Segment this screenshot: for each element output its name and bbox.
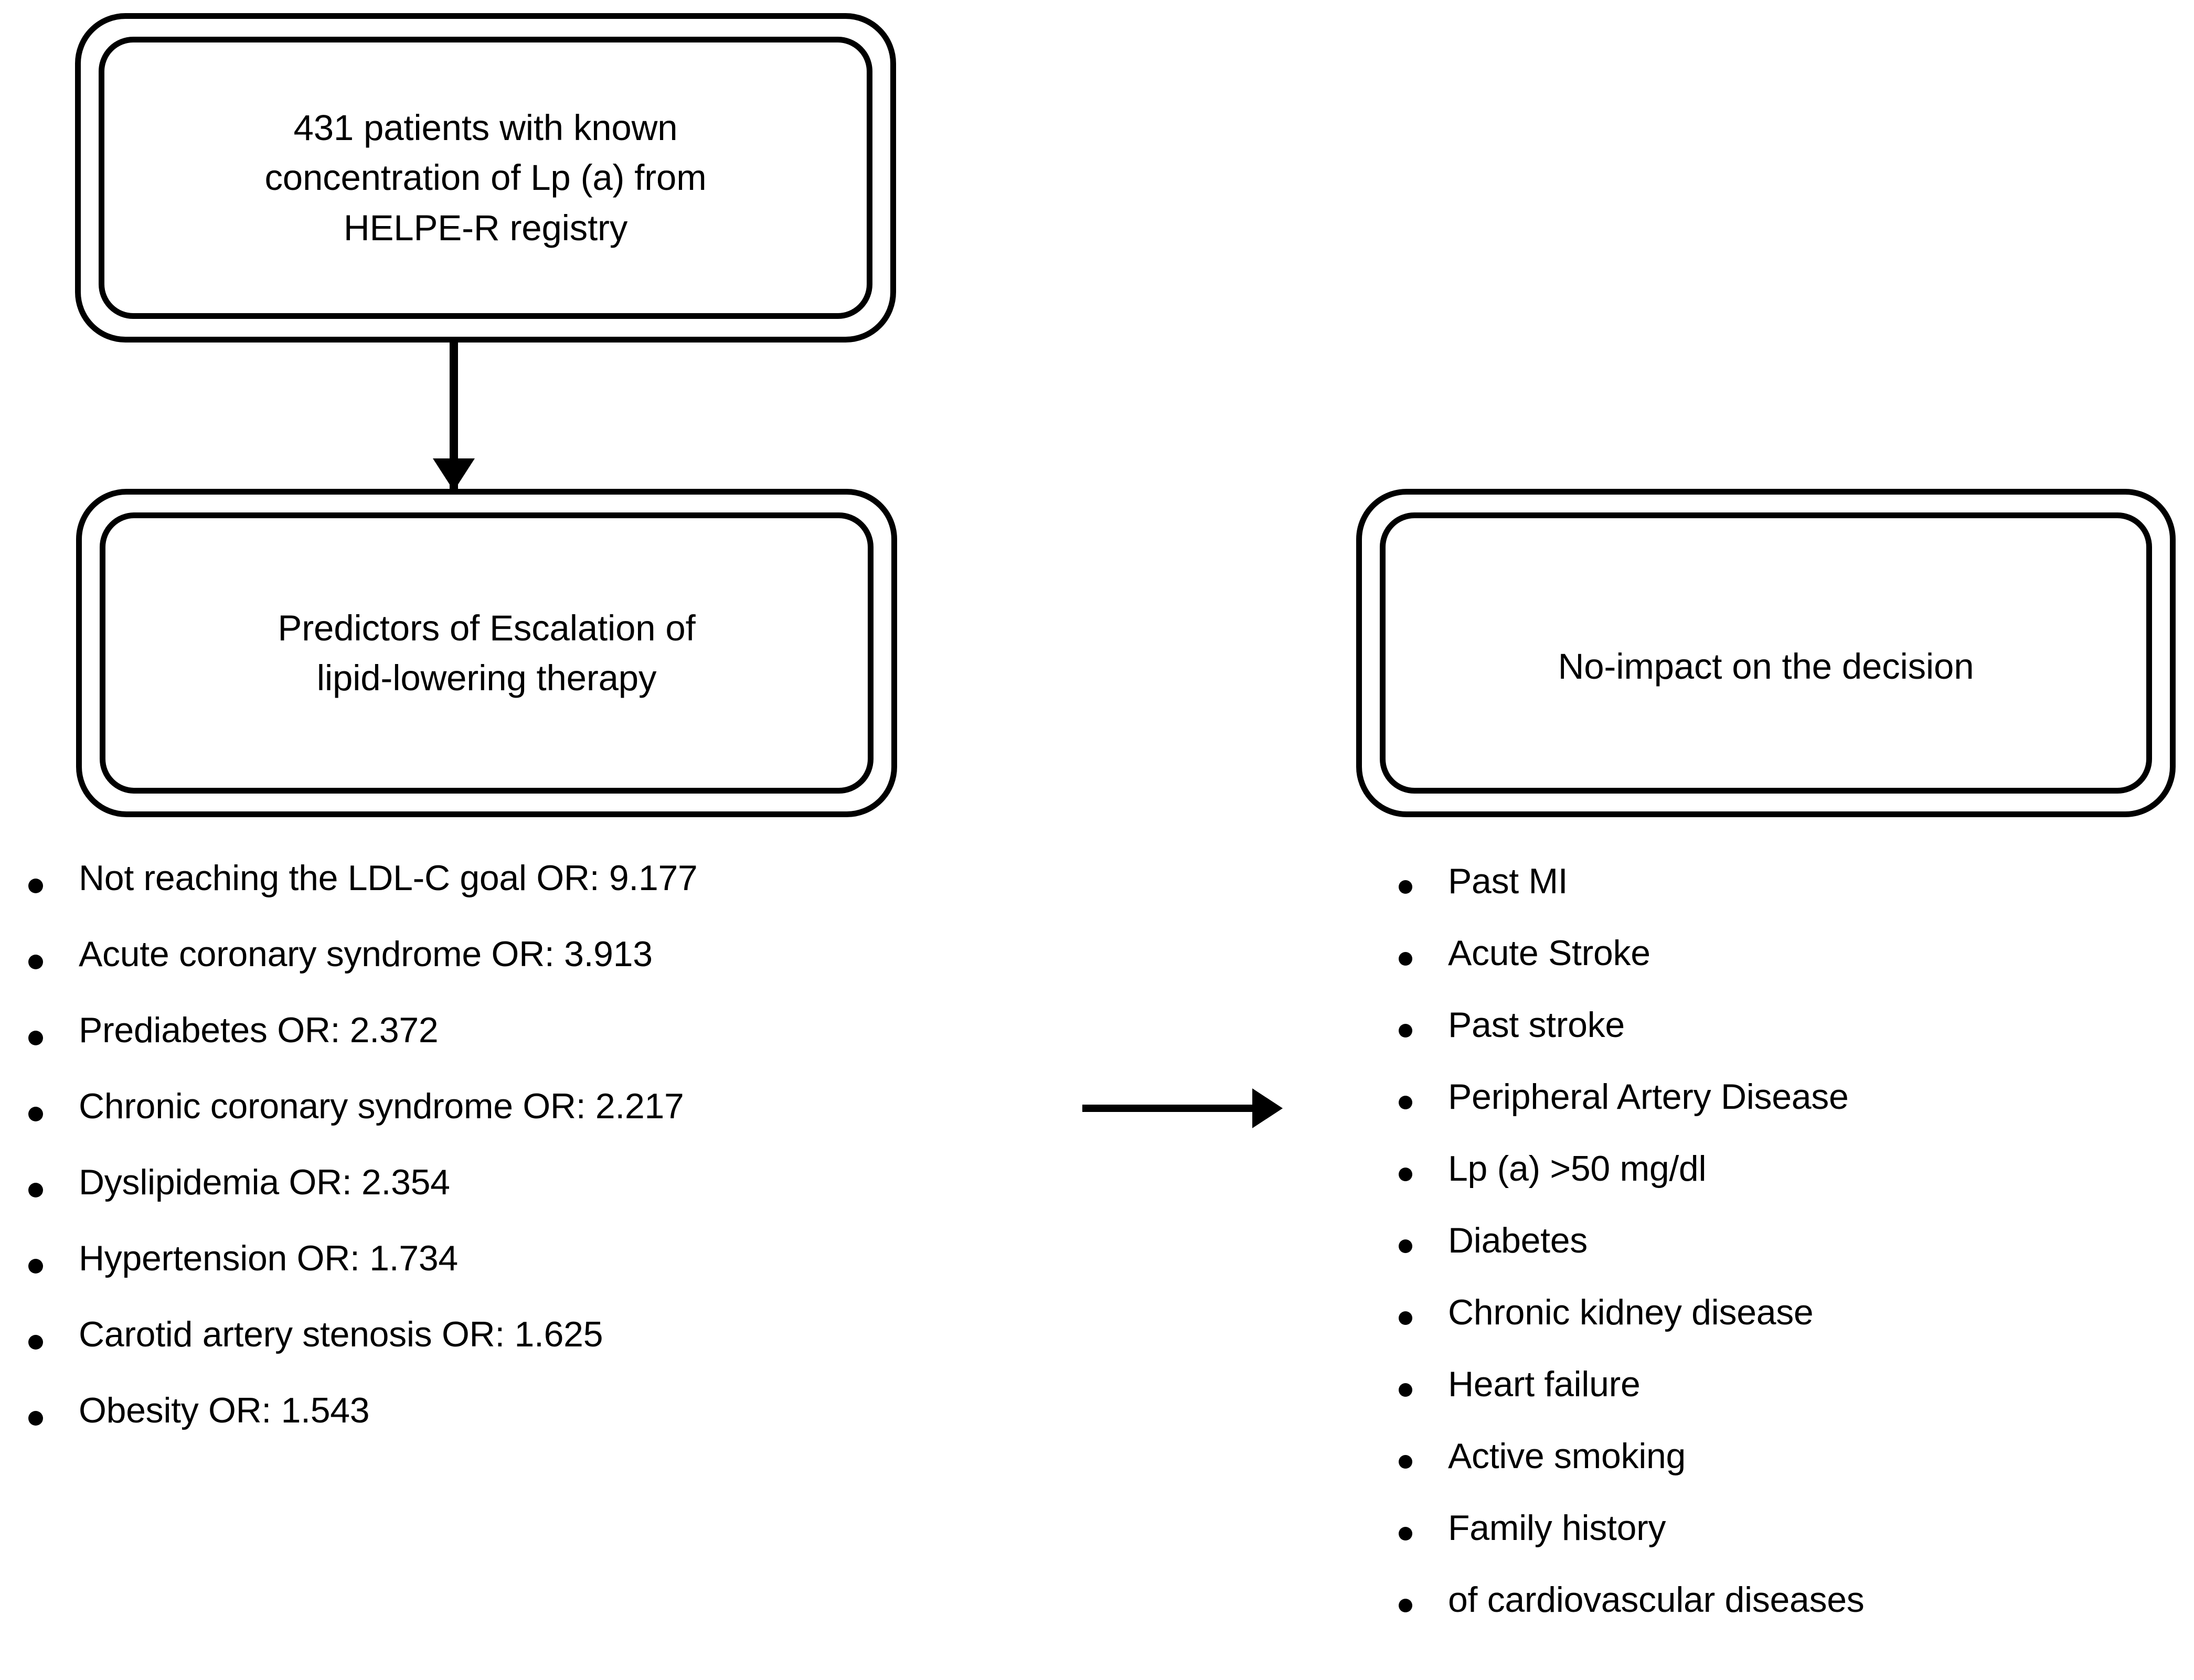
list-item: Chronic coronary syndrome OR: 2.217 xyxy=(16,1088,698,1164)
list-item: Chronic kidney disease xyxy=(1385,1294,1865,1366)
bullet-icon xyxy=(1399,1455,1412,1469)
list-item: Hypertension OR: 1.734 xyxy=(16,1240,698,1317)
box-cohort: 431 patients with known concentration of… xyxy=(75,13,896,343)
list-item: Dyslipidemia OR: 2.354 xyxy=(16,1164,698,1240)
bullet-icon xyxy=(1399,880,1412,894)
bullet-icon xyxy=(28,1411,43,1426)
bullet-icon xyxy=(1399,1239,1412,1253)
bullet-icon xyxy=(28,1259,43,1274)
list-item-label: Chronic kidney disease xyxy=(1448,1292,1814,1332)
list-item: Family history xyxy=(1385,1510,1865,1582)
list-item-label: Chronic coronary syndrome OR: 2.217 xyxy=(79,1086,684,1126)
list-item: Active smoking xyxy=(1385,1438,1865,1510)
list-item-label: Family history xyxy=(1448,1508,1666,1548)
list-item-label: Past stroke xyxy=(1448,1005,1625,1045)
no-impact-list: Past MI Acute Stroke Past stroke Periphe… xyxy=(1385,863,1865,1654)
arrow-down-icon xyxy=(450,341,458,489)
bullet-icon xyxy=(1399,1383,1412,1397)
bullet-icon xyxy=(1399,1599,1412,1612)
list-item-label: Obesity OR: 1.543 xyxy=(79,1390,370,1430)
bullet-icon xyxy=(1399,1096,1412,1109)
list-item: Carotid artery stenosis OR: 1.625 xyxy=(16,1317,698,1393)
list-item-label: Heart failure xyxy=(1448,1364,1641,1404)
list-item-label: Prediabetes OR: 2.372 xyxy=(79,1010,439,1050)
bullet-icon xyxy=(28,879,43,893)
bullet-icon xyxy=(28,1031,43,1045)
box-predictors-inner-border: Predictors of Escalation of lipid-loweri… xyxy=(100,512,874,794)
list-item: Past stroke xyxy=(1385,1007,1865,1079)
bullet-icon xyxy=(1399,1168,1412,1181)
box-predictors-label: Predictors of Escalation of lipid-loweri… xyxy=(278,607,696,698)
arrow-right-icon xyxy=(1082,1105,1255,1112)
list-item-label: Diabetes xyxy=(1448,1221,1588,1260)
list-item-label: Dyslipidemia OR: 2.354 xyxy=(79,1162,450,1202)
list-item-label: Acute coronary syndrome OR: 3.913 xyxy=(79,934,653,974)
box-no-impact-label: No-impact on the decision xyxy=(1558,646,1974,687)
box-no-impact-inner-border: No-impact on the decision xyxy=(1380,512,2152,794)
box-cohort-inner-border: 431 patients with known concentration of… xyxy=(99,37,872,319)
predictor-list: Not reaching the LDL-C goal OR: 9.177 Ac… xyxy=(16,860,698,1469)
list-item-label: Active smoking xyxy=(1448,1436,1686,1476)
bullet-icon xyxy=(28,955,43,969)
box-predictors: Predictors of Escalation of lipid-loweri… xyxy=(76,489,897,817)
list-item-label: Peripheral Artery Disease xyxy=(1448,1077,1849,1117)
list-item-label: Carotid artery stenosis OR: 1.625 xyxy=(79,1314,603,1354)
bullet-icon xyxy=(28,1107,43,1121)
list-item-label: Not reaching the LDL-C goal OR: 9.177 xyxy=(79,858,698,898)
box-no-impact: No-impact on the decision xyxy=(1356,489,2176,817)
list-item: Diabetes xyxy=(1385,1223,1865,1294)
bullet-icon xyxy=(1399,1527,1412,1540)
bullet-icon xyxy=(1399,1311,1412,1325)
list-item: Acute coronary syndrome OR: 3.913 xyxy=(16,936,698,1012)
list-item-label: Past MI xyxy=(1448,861,1568,901)
list-item-label: Acute Stroke xyxy=(1448,933,1650,973)
list-item-label: of cardiovascular diseases xyxy=(1448,1580,1865,1620)
list-item: of cardiovascular diseases xyxy=(1385,1582,1865,1654)
list-item: Past MI xyxy=(1385,863,1865,935)
list-item: Prediabetes OR: 2.372 xyxy=(16,1012,698,1088)
list-item: Not reaching the LDL-C goal OR: 9.177 xyxy=(16,860,698,936)
list-item-label: Hypertension OR: 1.734 xyxy=(79,1238,458,1278)
bullet-icon xyxy=(28,1335,43,1350)
list-item: Obesity OR: 1.543 xyxy=(16,1393,698,1469)
bullet-icon xyxy=(1399,952,1412,966)
list-item: Acute Stroke xyxy=(1385,935,1865,1007)
list-item: Peripheral Artery Disease xyxy=(1385,1079,1865,1151)
list-item: Heart failure xyxy=(1385,1366,1865,1438)
bullet-icon xyxy=(28,1183,43,1197)
list-item: Lp (a) >50 mg/dl xyxy=(1385,1151,1865,1223)
list-item-label: Lp (a) >50 mg/dl xyxy=(1448,1149,1707,1189)
bullet-icon xyxy=(1399,1024,1412,1037)
box-cohort-label: 431 patients with known concentration of… xyxy=(264,108,707,248)
